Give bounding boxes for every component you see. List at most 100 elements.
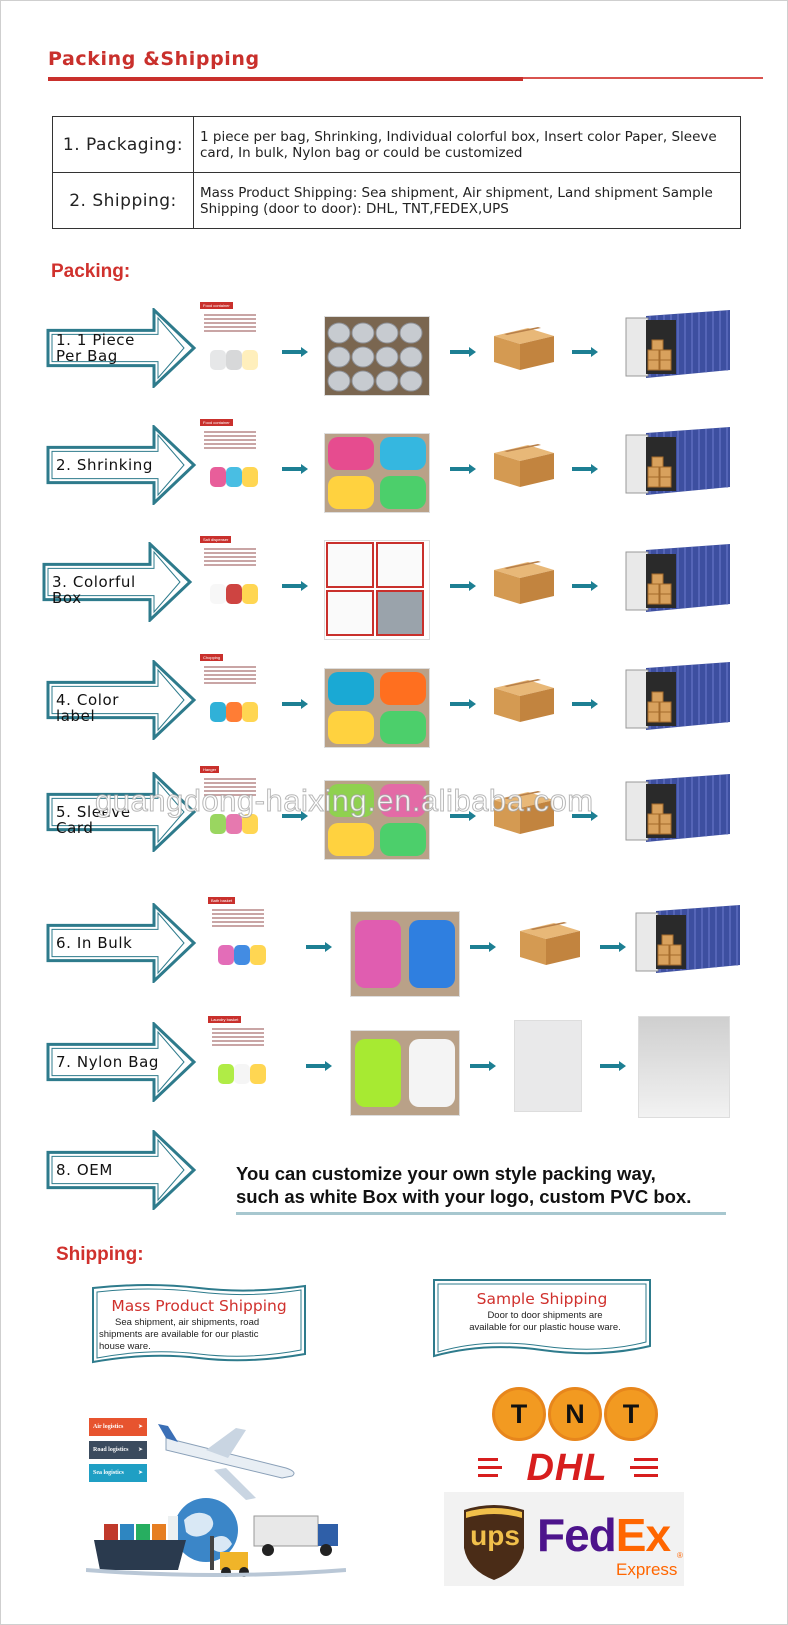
- packing-step-arrow: [46, 423, 198, 510]
- packaging-value: 1 piece per bag, Shrinking, Individual c…: [193, 116, 741, 173]
- fedex-ex: Ex: [615, 1509, 671, 1561]
- shipping-heading: Shipping:: [56, 1244, 144, 1265]
- product-spec-lines: [204, 429, 256, 451]
- flow-arrow-icon: [306, 939, 332, 952]
- product-image: [210, 814, 258, 834]
- airplane-icon: [158, 1424, 295, 1500]
- nylon-bag-photo: [514, 1020, 582, 1112]
- product-card: Chopping: [200, 654, 262, 724]
- product-image: [210, 584, 258, 604]
- flow-arrow-icon: [450, 578, 476, 591]
- flow-arrow-icon: [572, 461, 598, 474]
- shipping-container-icon: [622, 310, 734, 387]
- packing-step-label: 2. Shrinking: [56, 456, 154, 474]
- registered-mark: ®: [677, 1551, 683, 1560]
- flow-arrow-icon: [450, 808, 476, 821]
- flow-arrow-icon: [282, 578, 308, 591]
- product-card-title: Food container: [200, 302, 233, 309]
- carton-box-icon: [488, 556, 558, 611]
- road-logistics-label: Road logistics: [93, 1447, 129, 1453]
- packing-photo: [324, 540, 430, 640]
- title-underline-thin: [523, 77, 763, 79]
- oem-line-1: You can customize your own style packing…: [236, 1163, 656, 1184]
- product-card-title: Hanger: [200, 766, 220, 773]
- packing-photo: [324, 433, 430, 513]
- product-spec-lines: [212, 1026, 264, 1048]
- sample-shipping-title: Sample Shipping: [476, 1290, 608, 1308]
- flow-arrow-icon: [600, 1058, 626, 1071]
- mass-shipping-desc: Sea shipment, air shipments, road shipme…: [99, 1317, 299, 1353]
- product-image: [218, 1064, 266, 1084]
- flow-arrow-icon: [450, 461, 476, 474]
- packing-row: 7. Nylon Bag Laundry basket: [0, 1016, 788, 1132]
- fedex-express: Express: [616, 1560, 678, 1579]
- product-spec-lines: [204, 776, 256, 798]
- packing-step-arrow: [46, 901, 198, 988]
- shipping-container-icon: [622, 427, 734, 504]
- packing-photo: [350, 911, 460, 997]
- packing-photo: [324, 780, 430, 860]
- product-spec-lines: [204, 312, 256, 334]
- ups-shield-icon: [464, 1505, 524, 1580]
- flow-arrow-icon: [600, 939, 626, 952]
- table-row: 2. Shipping: Mass Product Shipping: Sea …: [52, 172, 741, 229]
- packing-step-arrow: [46, 658, 198, 745]
- packing-step-label: 1. 1 Piece Per Bag: [56, 331, 135, 365]
- product-spec-lines: [212, 907, 264, 929]
- road-logistics-tag: Road logistics ➤: [89, 1441, 147, 1459]
- product-spec-lines: [204, 664, 256, 686]
- shipping-label: 2. Shipping:: [52, 172, 194, 229]
- shipping-container-icon: [632, 905, 744, 982]
- sample-desc-line-2: available for our plastic house ware.: [469, 1322, 621, 1333]
- table-row: 1. Packaging: 1 piece per bag, Shrinking…: [52, 116, 741, 173]
- chevron-right-icon: ➤: [137, 1470, 143, 1476]
- packing-step-label: 4. Color label: [56, 691, 120, 725]
- fedex-fed: Fed: [537, 1509, 617, 1561]
- oem-description: You can customize your own style packing…: [236, 1162, 691, 1208]
- packing-step-label: 6. In Bulk: [56, 934, 133, 952]
- packing-row: 4. Color label Chopping: [0, 654, 788, 770]
- flow-arrow-icon: [450, 696, 476, 709]
- packing-step-arrow: [46, 1020, 198, 1107]
- packing-step-label: 7. Nylon Bag: [56, 1053, 160, 1071]
- mass-shipping-box: Mass Product Shipping Sea shipment, air …: [89, 1280, 309, 1370]
- carton-box-icon: [488, 439, 558, 494]
- tnt-letter: T: [604, 1387, 658, 1441]
- packing-step-label: 3. Colorful Box: [52, 573, 136, 607]
- product-card: Laundry basket: [208, 1016, 270, 1086]
- packing-step-arrow: [46, 306, 198, 393]
- product-card-title: Chopping: [200, 654, 224, 661]
- product-card: Food container: [200, 302, 262, 372]
- product-card: Hanger: [200, 766, 262, 836]
- packing-step-label: 5. Sleeve Card: [56, 803, 131, 837]
- shipping-container-icon: [622, 662, 734, 739]
- mass-desc-line-2: shipments are available for our plastic: [99, 1329, 259, 1340]
- shipping-value: Mass Product Shipping: Sea shipment, Air…: [193, 172, 741, 229]
- truck-icon: [253, 1515, 338, 1556]
- packing-row: 5. Sleeve Card Hanger: [0, 766, 788, 882]
- flow-arrow-icon: [282, 344, 308, 357]
- packing-step-arrow: [46, 1128, 198, 1215]
- sea-logistics-tag: Sea logistics➤: [89, 1464, 147, 1482]
- packing-step-arrow: [42, 540, 194, 627]
- chevron-right-icon: ➤: [137, 1424, 143, 1430]
- flow-arrow-icon: [572, 344, 598, 357]
- scroll-frame: [433, 1279, 651, 1358]
- mass-shipping-title: Mass Product Shipping: [111, 1297, 287, 1315]
- sample-shipping-desc: Door to door shipments are available for…: [450, 1310, 640, 1334]
- flow-arrow-icon: [470, 939, 496, 952]
- product-image: [210, 350, 258, 370]
- product-card-title: Laundry basket: [208, 1016, 242, 1023]
- carton-box-icon: [514, 917, 584, 972]
- logistics-illustration: [86, 1424, 346, 1577]
- product-image: [210, 702, 258, 722]
- flow-arrow-icon: [306, 1058, 332, 1071]
- page-title: Packing &Shipping: [48, 48, 260, 70]
- info-table: 1. Packaging: 1 piece per bag, Shrinking…: [52, 116, 741, 229]
- shipping-container-icon: [622, 544, 734, 621]
- fedex-logo: FedEx: [537, 1509, 671, 1561]
- chevron-right-icon: ➤: [137, 1447, 143, 1453]
